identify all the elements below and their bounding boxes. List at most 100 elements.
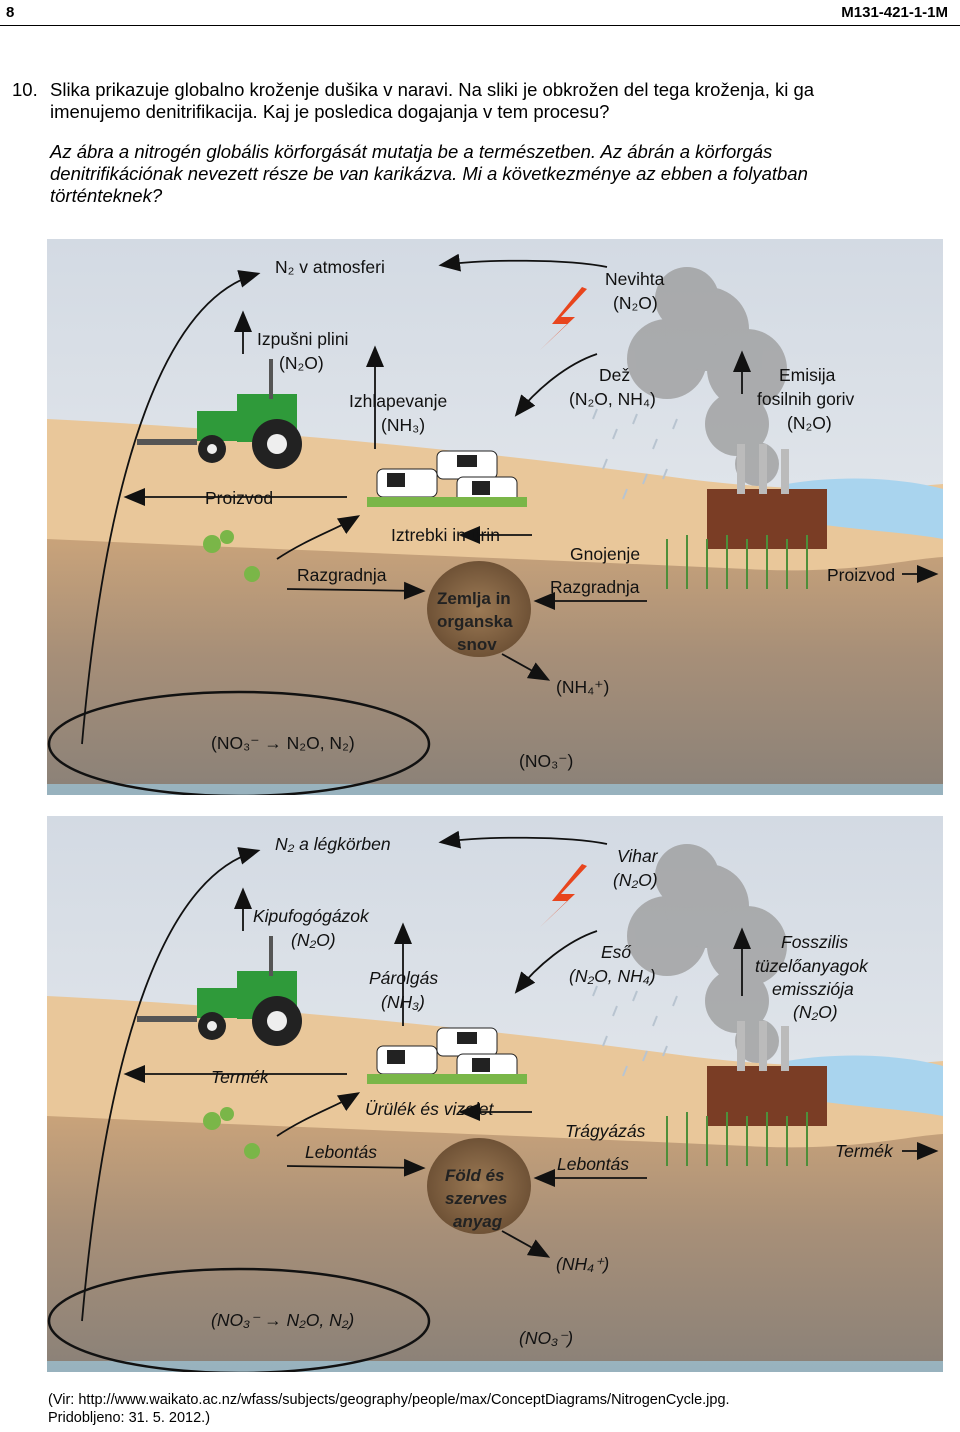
label-exhaust: Kipufogógázok (253, 906, 369, 926)
nitrogen-cycle-diagram-hungarian: N₂ a légkörben Vihar (N₂O) Kipufogógázok… (47, 816, 943, 1372)
tractor (137, 359, 302, 469)
label-ammonium: (NH₄⁺) (556, 1254, 610, 1274)
question-number: 10. (12, 79, 38, 100)
label-decomposition-left: Razgradnja (297, 565, 387, 585)
label-soil-1: Föld és (445, 1166, 505, 1185)
arrow-to-atmosphere (81, 270, 261, 745)
arrow-rain (514, 353, 598, 417)
label-excrement: Ürülék és vizelet (365, 1099, 494, 1119)
label-atmosphere: N₂ a légkörben (275, 834, 391, 854)
groundwater (47, 1361, 943, 1372)
grass (367, 497, 527, 507)
label-rain: Eső (601, 942, 632, 962)
smoke-cloud (627, 844, 787, 1063)
lightning-bolt (539, 864, 587, 928)
label-soil-1: Zemlja in (437, 589, 511, 608)
label-product-left: Proizvod (205, 488, 274, 508)
label-emission-1: Emisija (779, 365, 836, 385)
label-evaporation: Párolgás (369, 968, 439, 988)
smoke-cloud (627, 267, 787, 486)
label-denitrification: (NO₃⁻ → N₂O, N₂) (211, 733, 355, 753)
seedling (203, 530, 260, 582)
question-hu-line-1: Az ábra a nitrogén globális körforgását … (50, 141, 773, 162)
label-product-right: Termék (835, 1141, 893, 1161)
label-soil-3: anyag (453, 1212, 503, 1231)
label-emission-2: tüzelőanyagok (755, 956, 868, 976)
label-atmosphere: N₂ v atmosferi (275, 257, 385, 277)
diagram-artwork (47, 239, 943, 795)
label-emission-2: fosilnih goriv (757, 389, 855, 409)
label-evaporation-formula: (NH₃) (381, 992, 425, 1012)
label-evaporation-formula: (NH₃) (381, 415, 426, 435)
nitrogen-cycle-diagram-slovenian: N₂ v atmosferi Nevihta (N₂O) Izpušni pli… (47, 239, 943, 795)
label-nitrate: (NO₃⁻) (519, 1328, 574, 1348)
label-nitrate: (NO₃⁻) (519, 751, 574, 771)
soil-organic-matter (427, 1138, 531, 1234)
arrow-decomp-left (286, 1158, 426, 1177)
tractor (137, 936, 302, 1046)
label-excrement: Iztrebki in urin (391, 525, 500, 545)
seedling (203, 1107, 260, 1159)
source-line-2: Pridobljeno: 31. 5. 2012.) (48, 1410, 211, 1426)
corn-crops (666, 535, 808, 589)
arrow-storm-to-atmosphere (438, 830, 608, 849)
arrow-to-ammonium (501, 1230, 551, 1258)
label-denitrification: (NO₃⁻ → N₂O, N₂) (211, 1310, 355, 1330)
label-decomposition-right: Razgradnja (550, 577, 640, 597)
grass (367, 1074, 527, 1084)
arrow-decomp-up (276, 1092, 361, 1137)
arrow-decomp-up (276, 515, 361, 560)
denitrification-circle[interactable] (47, 1267, 431, 1372)
arrow-rain (514, 930, 598, 994)
label-ammonium: (NH₄⁺) (556, 677, 610, 697)
label-emission-formula: (N₂O) (787, 413, 832, 433)
page-number: 8 (6, 4, 15, 21)
question-hungarian: Az ábra a nitrogén globális körforgását … (12, 141, 932, 207)
corn-crops (666, 1112, 808, 1166)
arrow-storm-to-atmosphere (438, 253, 608, 272)
exam-code: M131-421-1-1M (841, 4, 948, 21)
label-soil-3: snov (457, 635, 497, 654)
question-hu-line-3: történteknek? (50, 185, 163, 206)
question-hu-line-2: denitrifikációnak nevezett része be van … (50, 163, 808, 184)
source-line-1: (Vir: http://www.waikato.ac.nz/wfass/sub… (48, 1392, 730, 1408)
label-evaporation: Izhlapevanje (349, 391, 448, 411)
label-emission-1: Fosszilis (781, 932, 849, 952)
label-rain-formula: (N₂O, NH₄) (569, 966, 656, 986)
label-decomposition-left: Lebontás (305, 1142, 378, 1162)
soil-organic-matter (427, 561, 531, 657)
label-storm-formula: (N₂O) (613, 870, 658, 890)
rain-drops (592, 985, 678, 1077)
label-soil-2: szerves (445, 1189, 508, 1208)
arrow-to-atmosphere (81, 847, 261, 1322)
header-rule (0, 25, 960, 26)
label-emission-3: emissziója (772, 979, 854, 999)
label-fertilizing: Trágyázás (565, 1121, 646, 1141)
diagram-artwork (47, 816, 943, 1372)
label-emission-formula: (N₂O) (793, 1002, 838, 1022)
label-fertilizing: Gnojenje (570, 544, 641, 564)
question-sl-line-2: imenujemo denitrifikacija. Kaj je posled… (50, 101, 610, 122)
label-rain-formula: (N₂O, NH₄) (569, 389, 656, 409)
label-product-right: Proizvod (827, 565, 896, 585)
arrow-decomp-left (286, 581, 426, 600)
source-citation: (Vir: http://www.waikato.ac.nz/wfass/sub… (48, 1391, 730, 1427)
question-sl-line-1: Slika prikazuje globalno kroženje dušika… (50, 79, 815, 100)
soil-layer (47, 1116, 943, 1372)
lightning-bolt (539, 287, 587, 351)
label-product-left: Termék (211, 1067, 269, 1087)
groundwater (47, 784, 943, 795)
arrow-to-ammonium (501, 653, 551, 681)
label-storm: Vihar (617, 846, 658, 866)
label-storm-formula: (N₂O) (613, 293, 658, 313)
rain-drops (592, 408, 678, 500)
soil-layer (47, 539, 943, 795)
label-exhaust-formula: (N₂O) (291, 930, 336, 950)
label-exhaust-formula: (N₂O) (279, 353, 324, 373)
question-slovenian: 10. Slika prikazuje globalno kroženje du… (12, 79, 932, 123)
flow-arrows (81, 830, 939, 1322)
flow-arrows (81, 253, 939, 745)
label-rain: Dež (599, 365, 631, 385)
denitrification-circle[interactable] (47, 690, 431, 795)
label-exhaust: Izpušni plini (257, 329, 349, 349)
